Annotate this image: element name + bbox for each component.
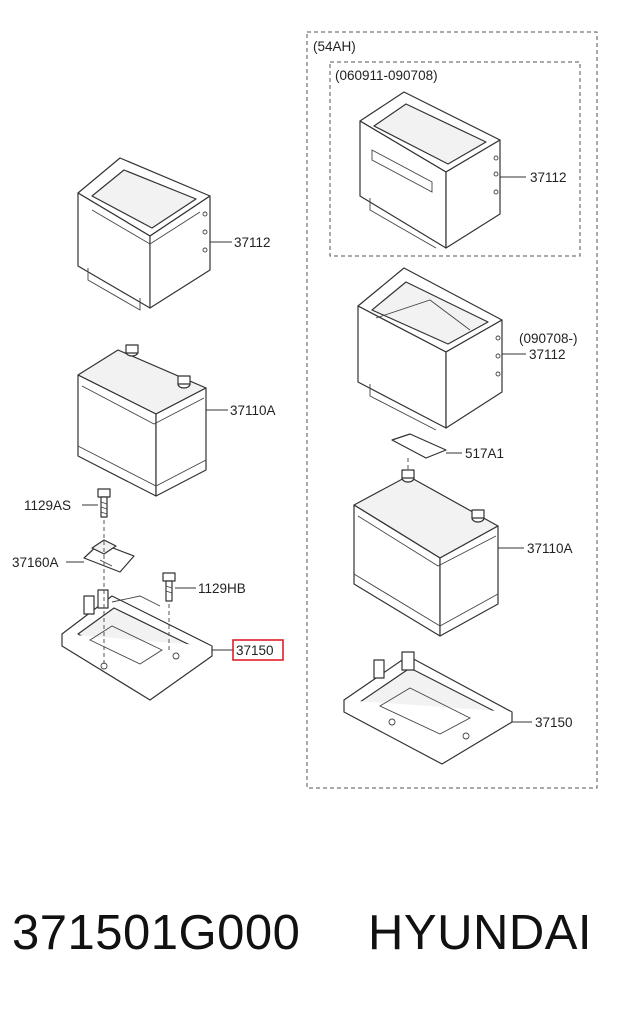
label-54ah: (54AH) bbox=[313, 39, 356, 54]
battery-insulator-right-new bbox=[357, 267, 503, 431]
label-37150-right: 37150 bbox=[535, 715, 573, 730]
label-060911-090708: (060911-090708) bbox=[335, 68, 438, 83]
subgroup-box bbox=[329, 61, 581, 257]
battery-tray-right bbox=[343, 651, 513, 765]
battery-clamp bbox=[83, 539, 135, 573]
battery-right bbox=[353, 469, 499, 637]
battery-insulator-left bbox=[77, 157, 211, 311]
label-37160a: 37160A bbox=[12, 555, 59, 570]
label-090708: (090708-) bbox=[519, 331, 578, 346]
label-1129hb: 1129HB bbox=[198, 581, 246, 596]
battery-left bbox=[77, 344, 207, 497]
part-number: 371501G000 bbox=[12, 906, 301, 960]
bolt-1129hb bbox=[162, 572, 176, 602]
footer: 371501G000 HYUNDAI bbox=[0, 905, 620, 975]
group-54ah-box bbox=[306, 31, 598, 789]
label-37110a-right: 37110A bbox=[527, 541, 573, 556]
label-37112-left: 37112 bbox=[234, 235, 271, 250]
label-37150-left: 37150 bbox=[236, 643, 274, 658]
label-517a1: 517A1 bbox=[465, 446, 504, 461]
label-sticker bbox=[391, 433, 447, 459]
battery-tray-left bbox=[61, 589, 213, 701]
brand-name: HYUNDAI bbox=[368, 906, 593, 960]
parts-diagram: 37112 37110A 1129AS 37160A 1129HB bbox=[12, 31, 598, 789]
highlight-box bbox=[232, 639, 284, 661]
bolt-1129as bbox=[97, 488, 111, 518]
battery-insulator-right-old bbox=[359, 91, 501, 249]
label-37112-right-new: 37112 bbox=[529, 347, 566, 362]
label-37110a-left: 37110A bbox=[230, 403, 276, 418]
label-37112-right-old: 37112 bbox=[530, 170, 567, 185]
label-1129as: 1129AS bbox=[24, 498, 71, 513]
